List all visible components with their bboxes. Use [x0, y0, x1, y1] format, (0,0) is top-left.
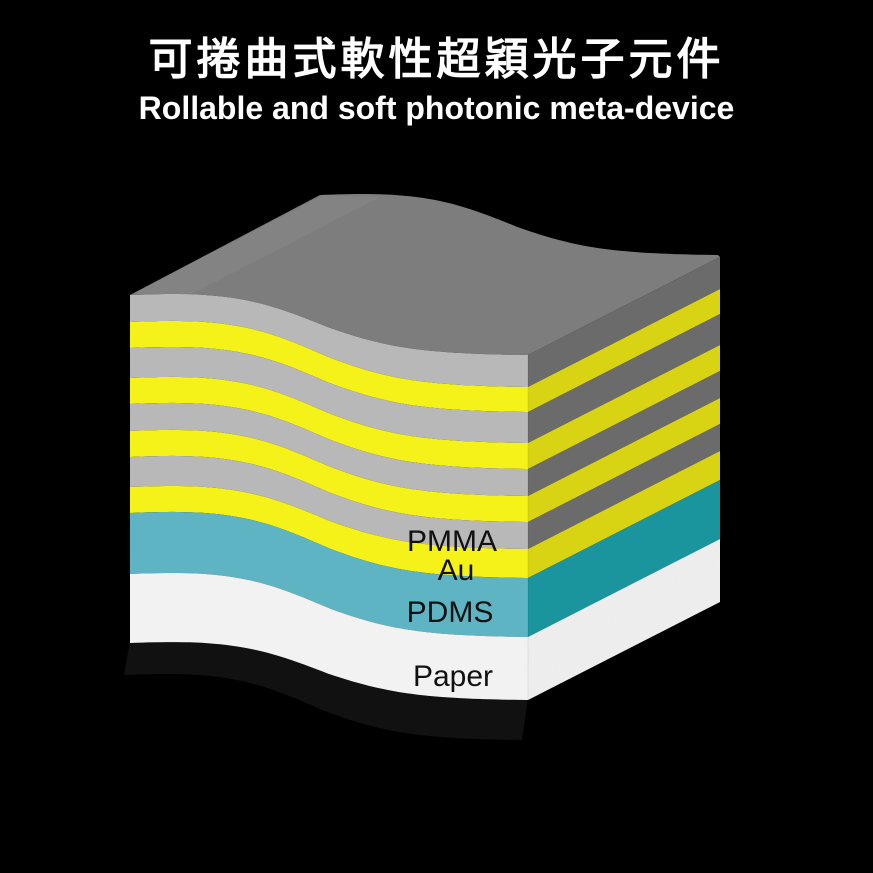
side-layer-pmma-1: [528, 257, 720, 387]
front-layer-pdms: [130, 511, 528, 637]
front-layer-pmma-4: [130, 455, 528, 549]
front-layer-au-2: [130, 376, 528, 469]
front-layer-paper: [130, 573, 528, 700]
label-au: Au: [438, 554, 475, 587]
side-layer-au-1: [528, 289, 720, 412]
side-layer-pmma-3: [528, 371, 720, 496]
side-layer-pmma-4: [528, 424, 720, 549]
layer-labels: PMMA Au PDMS Paper: [407, 525, 497, 693]
side-layer-paper: [528, 539, 720, 700]
top-face-highlight: [134, 195, 380, 295]
label-pdms: PDMS: [407, 596, 494, 629]
side-layer-pdms: [528, 480, 720, 637]
title-chinese: 可捲曲式軟性超穎光子元件: [148, 34, 725, 85]
front-layer-au-4: [130, 486, 528, 578]
front-layer-au-1: [130, 320, 528, 412]
label-paper: Paper: [413, 660, 493, 693]
front-layer-au-3: [130, 429, 528, 522]
front-layer-pmma-3: [130, 402, 528, 496]
title-english: Rollable and soft photonic meta-device: [138, 90, 735, 126]
label-pmma: PMMA: [407, 525, 497, 558]
front-layer-pmma-1: [130, 294, 528, 387]
stack-graphic: [124, 194, 720, 740]
side-layer-au-2: [528, 345, 720, 469]
front-layer-pmma-2: [130, 347, 528, 443]
side-layer-au-4: [528, 451, 720, 578]
side-layer-pmma-2: [528, 314, 720, 443]
base-shadow: [124, 640, 528, 740]
side-layer-au-3: [528, 398, 720, 522]
